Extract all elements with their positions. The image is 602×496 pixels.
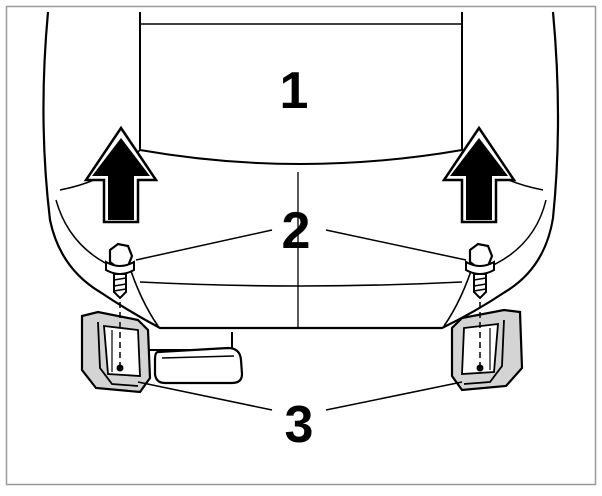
right-rail-bracket — [450, 308, 524, 392]
callout-3-label: 3 — [285, 396, 314, 454]
left-rail-bolt-hole — [116, 364, 124, 372]
left-rail-bracket — [80, 310, 152, 394]
bolt-alignment-lines — [119, 292, 481, 366]
callout-2-leaders — [135, 229, 467, 261]
left-bolt — [105, 242, 135, 300]
right-rail-bolt-hole — [476, 364, 484, 372]
right-bolt — [465, 242, 495, 300]
right-lift-arrow — [441, 125, 517, 224]
callout-3-leaders — [137, 381, 463, 411]
left-lift-arrow — [83, 125, 159, 224]
callout-1-label: 1 — [280, 62, 309, 120]
floor-plate — [147, 330, 244, 385]
callout-2-label: 2 — [282, 202, 311, 260]
